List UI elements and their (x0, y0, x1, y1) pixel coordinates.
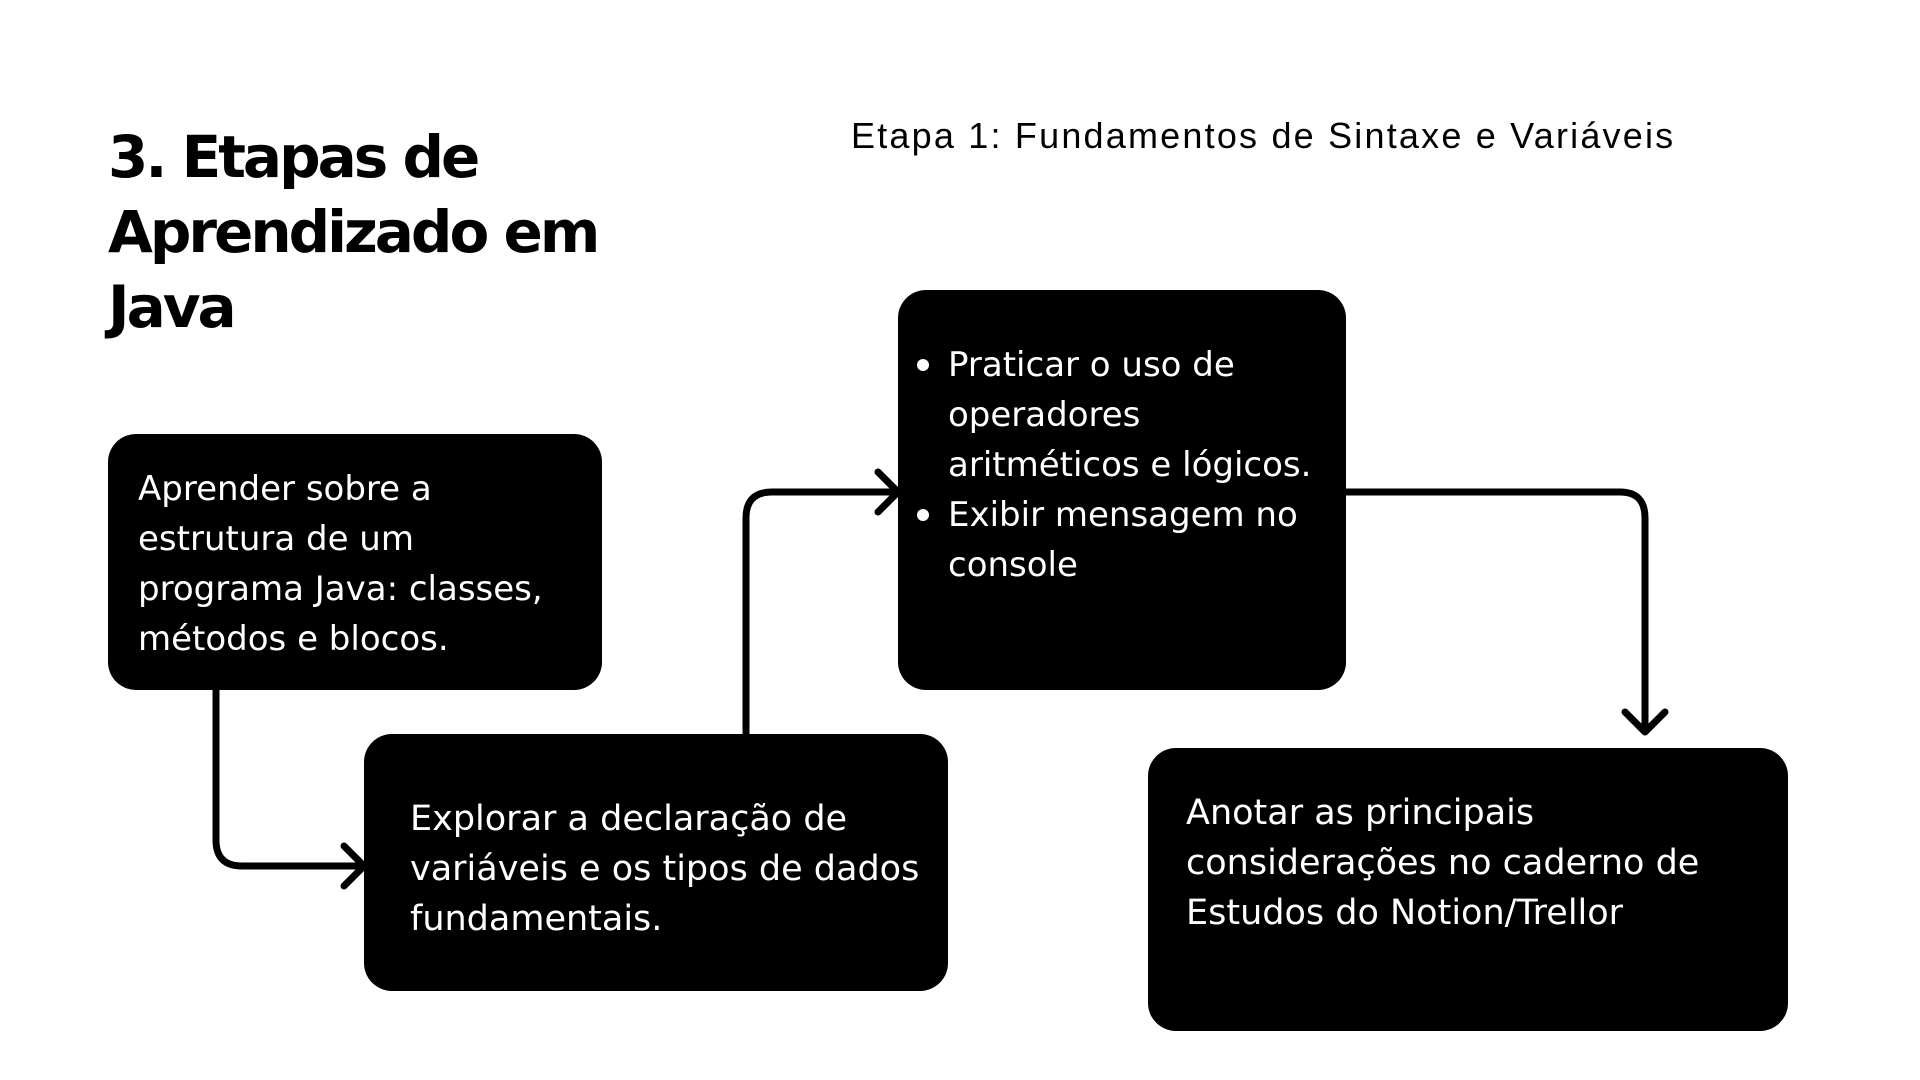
practice-bullet-console: Exibir mensagem no console (914, 490, 1336, 590)
title-line-3: Java (108, 273, 237, 341)
step-box-practice: Praticar o uso de operadores aritméticos… (898, 290, 1346, 690)
step-box-notes: Anotar as principais considerações no ca… (1148, 748, 1788, 1031)
connector-structure-to-variables (212, 686, 364, 870)
stage-subtitle: Etapa 1: Fundamentos de Sintaxe e Variáv… (851, 115, 1676, 156)
practice-bullet-operators: Praticar o uso de operadores aritméticos… (914, 340, 1336, 490)
connector-practice-to-notes (1342, 488, 1649, 734)
connector-variables-to-practice (742, 488, 898, 738)
step-text-structure: Aprender sobre a estrutura de um program… (138, 469, 543, 659)
step-text-variables: Explorar a declaração de variáveis e os … (410, 799, 920, 939)
title-line-2: Aprendizado em (108, 198, 600, 266)
practice-bullet-list: Praticar o uso de operadores aritméticos… (914, 340, 1336, 590)
title-line-1: 3. Etapas de (108, 123, 480, 191)
page-title: 3. Etapas de Aprendizado em Java (108, 120, 628, 345)
step-box-variables: Explorar a declaração de variáveis e os … (364, 734, 948, 991)
step-box-structure: Aprender sobre a estrutura de um program… (108, 434, 602, 690)
arrowhead-notes (1621, 708, 1669, 736)
step-text-notes: Anotar as principais considerações no ca… (1186, 793, 1700, 933)
